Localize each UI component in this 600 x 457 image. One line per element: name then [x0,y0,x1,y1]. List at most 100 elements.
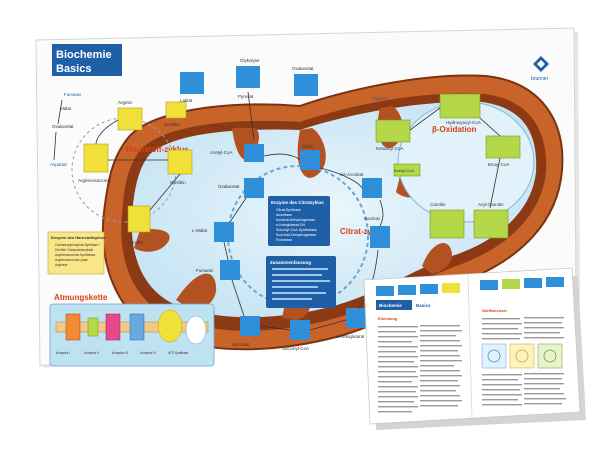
complex-i [65,313,81,341]
compound-box [214,222,234,242]
citrate-enzymes-title: Enzyme des Citratzyklus [271,200,324,205]
enzyme-item: Argininosuccinat-Synthetase [55,253,96,257]
legend-item: Komplex II [84,351,99,355]
compound-box [240,316,260,336]
compound-box [180,72,204,94]
urea-cycle-title: Harnstoff-zyklus [126,145,189,154]
compound-box [244,178,264,198]
enzyme-item: Succinyl-CoA-Synthetase [276,228,317,232]
compound-box [362,178,382,198]
compound-label: L-Malat [192,228,208,233]
compound-label: Oxalacetat [292,66,314,71]
booklet-header-tiles [376,277,564,296]
compound-label: Glykolyse [240,58,260,63]
beta-oxidation-title: β-Oxidation [432,125,477,134]
booklet-fold [467,273,473,419]
compound-label: Ketoacyl-CoA [376,146,404,151]
compound-label: Hydroxyacyl-CoA [446,120,481,125]
legend-item: ATP-Synthase [168,351,189,355]
compound-box [300,150,320,170]
compound-label: Isocitrat [364,216,381,221]
compound-box [220,260,240,280]
enzyme-item: Argininosuccinat-Lyase [55,258,88,262]
title-line2: Basics [56,63,91,75]
urea-enzymes-title: Enzyme des Harnstoffzyklus [51,235,106,240]
label-oxaloacetate: Oxalacetat [52,124,74,129]
compound-label: Ornithin [170,180,186,185]
legend-item: Komplex IV [140,351,157,355]
booklet: Biochemie Basics Einleitung Stoffwechsel [363,267,586,430]
urea-compounds: Arginin Argininosuccinat Ornithin Ornith… [78,100,193,245]
compound-box [346,308,366,328]
compound-box [393,163,421,177]
crista [176,273,217,312]
compound-box [117,107,143,131]
compound-label: Acetyl-CoA [394,168,414,173]
booklet-page-head: Einleitung [378,316,398,321]
pathway-arrows [53,91,501,331]
compound-box [473,209,509,239]
compound-label: Oxalacetat [218,184,240,189]
citrate-cycle-compounds: Acetyl-CoA Oxalacetat Citrat cis-Aconita… [192,144,390,351]
enzyme-item: Succinat-Dehydrogenase [276,233,316,237]
compound-box [370,226,390,248]
label-cytosol: Cytosol [372,96,387,101]
compound-label: cis-Aconitat [340,172,364,177]
resp-legend: Komplex I Komplex II Komplex III Komplex… [56,351,189,355]
compound-box [290,320,310,340]
citrate-cycle-title: Citrat-zyklus [340,227,389,236]
enzyme-item: Citrat-Synthase [276,208,301,212]
compound-label: Argininosuccinat [78,178,112,183]
compound-box [429,209,465,239]
compound-box [244,144,264,162]
enzyme-item: Fumarase [276,238,292,242]
compound-label: Arginin [118,100,133,105]
atp-synthase [157,309,183,343]
brand-name: brunner [531,76,549,82]
resp-title: Atmungskette [54,293,108,302]
compound-box [375,119,411,143]
legend-item: Komplex I [56,351,70,355]
summary-lines [272,268,330,300]
compound-label: Ornithin [164,122,180,127]
compound-box [83,143,109,173]
label-fumarate: Fumarat [64,92,82,97]
respiratory-chain: Atmungskette Komplex I Komplex II Komple… [49,293,215,367]
booklet-tab: Basics [416,303,431,308]
compound-label: Succinat [232,342,250,347]
matrix-oval [185,315,207,345]
compound-box [485,135,521,159]
compound-label: Acetyl-CoA [210,150,233,155]
enzyme-item: Aconitase [276,213,292,217]
enzyme-item: α-Ketoglutarat-DH [276,223,305,227]
complex-ii [87,317,99,337]
compound-box [165,101,187,119]
compound-label: Succinyl-CoA [282,346,309,351]
complex-iii [105,313,121,341]
citrate-enzymes-box [268,196,330,246]
label-malate: Malat [60,106,72,111]
urea-enzymes-list: Carbamoylphosphat-Synthase I Ornithin-Tr… [55,243,100,267]
urea-enzymes-box [47,231,105,275]
enzyme-item: Isocitrat-Dehydrogenase [276,218,315,222]
enzyme-item: Arginase [55,263,68,267]
title-line1: Biochemie [56,49,112,61]
booklet-text-lines [378,317,566,413]
complex-iv [129,313,145,341]
crista [134,229,170,252]
compound-box [167,149,193,175]
citrate-enzymes-list: Citrat-Synthase Aconitase Isocitrat-Dehy… [276,208,317,242]
compound-box [127,205,151,233]
compound-label: Laktat [180,98,193,103]
compound-label: Citrullin [128,240,144,245]
compound-label: Pyruvat [238,94,254,99]
compound-box [439,93,481,119]
booklet-diagrams [481,343,563,369]
enzyme-item: Ornithin-Transcarbamylase [55,248,94,252]
crista [422,242,452,274]
booklet-page-head: Stoffwechsel [482,308,507,313]
compound-box [236,66,260,88]
booklet-title-tag [376,300,412,310]
brand-logo: brunner [531,56,549,82]
